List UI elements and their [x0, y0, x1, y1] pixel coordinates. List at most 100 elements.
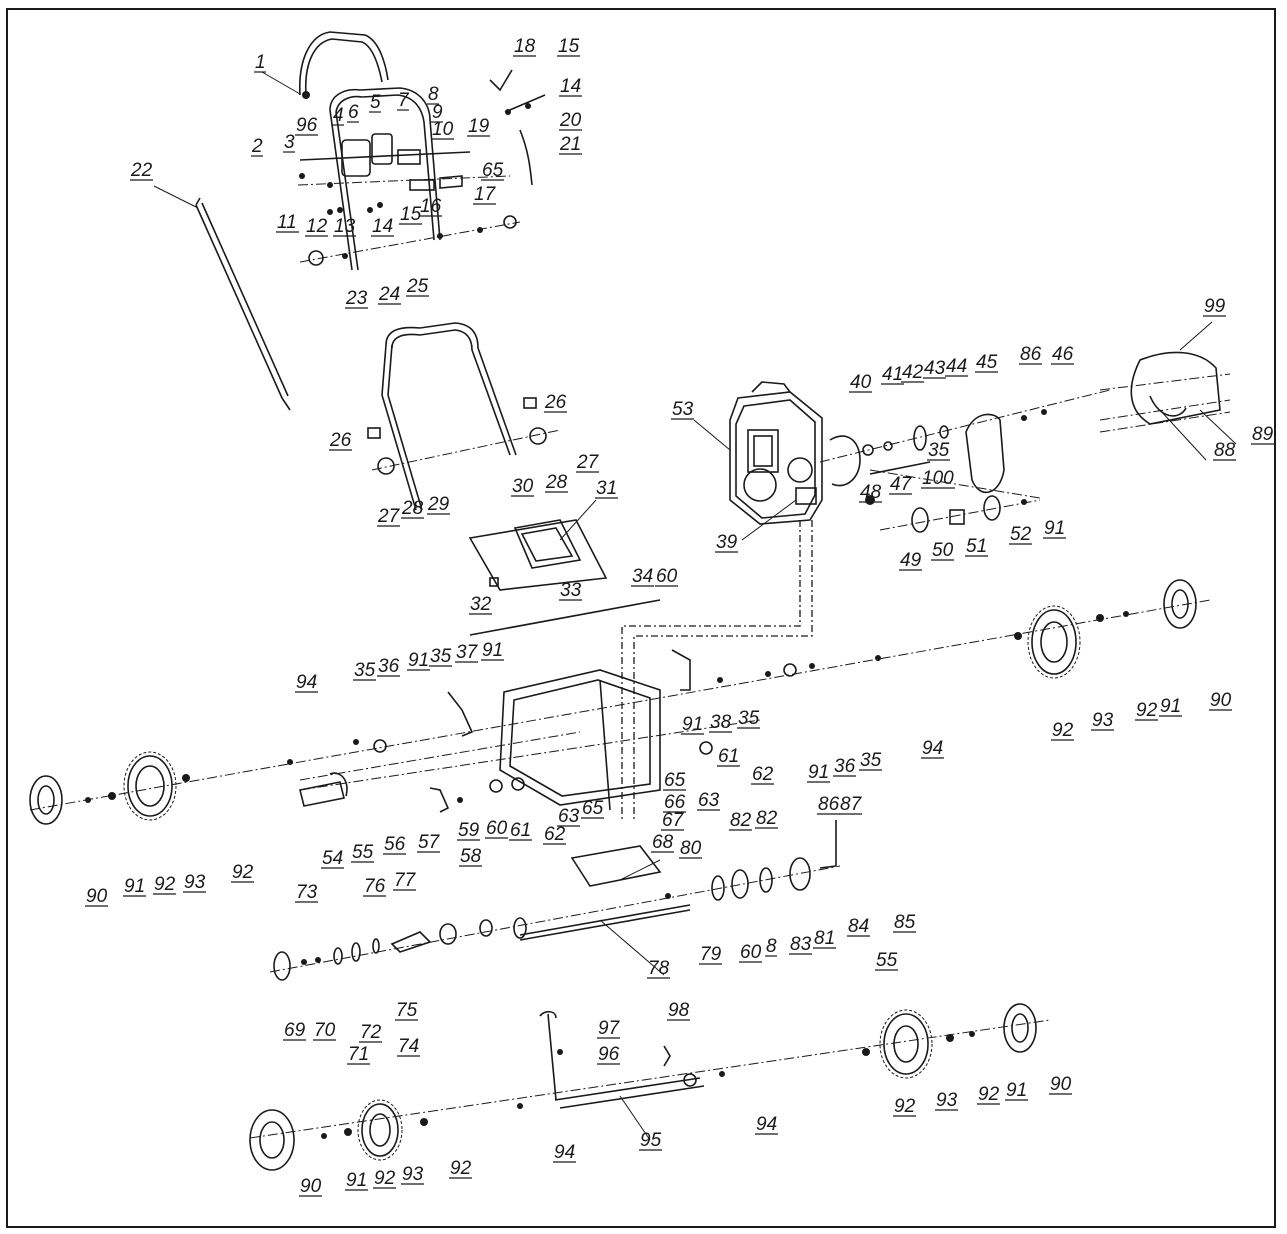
- part-label: 55: [352, 842, 374, 863]
- part-label: 53: [672, 399, 694, 420]
- part-label: 76: [364, 876, 386, 897]
- part-label: 100: [922, 468, 954, 489]
- part-label: 72: [360, 1022, 382, 1043]
- part-label: 77: [394, 870, 417, 891]
- part-label: 82: [756, 808, 778, 829]
- part-label: 91: [482, 640, 503, 661]
- part-label: 26: [544, 392, 567, 413]
- part-label: 50: [932, 540, 954, 561]
- drive-shaft-assembly: [269, 820, 841, 981]
- rear-right-wheels: [862, 1003, 1037, 1079]
- part-label: 24: [378, 284, 400, 305]
- part-label: 91: [682, 714, 703, 735]
- part-label: 84: [848, 916, 869, 937]
- part-label: 60: [486, 818, 508, 839]
- part-label: 91: [1044, 518, 1065, 539]
- part-label: 8: [428, 84, 439, 105]
- part-label: 41: [882, 364, 903, 385]
- part-label: 96: [296, 115, 318, 136]
- part-label: 62: [544, 824, 566, 845]
- part-label: 89: [1252, 424, 1274, 445]
- deflector-cover: [570, 845, 662, 887]
- part-label: 86: [818, 794, 840, 815]
- part-label: 91: [1006, 1080, 1027, 1101]
- part-label: 88: [1214, 440, 1236, 461]
- part-label: 93: [936, 1090, 958, 1111]
- part-label: 21: [559, 134, 581, 155]
- part-label: 92: [450, 1158, 472, 1179]
- part-label: 22: [130, 160, 153, 181]
- part-label: 68: [652, 832, 674, 853]
- part-label: 61: [718, 746, 739, 767]
- part-label: 86: [1020, 344, 1042, 365]
- part-label: 61: [510, 820, 531, 841]
- part-label: 31: [596, 478, 617, 499]
- part-label: 38: [710, 712, 732, 733]
- part-label: 96: [598, 1044, 620, 1065]
- part-label: 90: [1050, 1074, 1072, 1095]
- cable-small-parts: [489, 69, 546, 186]
- part-label: 8: [766, 936, 777, 957]
- part-label: 40: [850, 372, 872, 393]
- part-label: 69: [284, 1020, 306, 1041]
- part-label: 71: [348, 1044, 369, 1065]
- part-label: 11: [277, 212, 297, 233]
- part-label: 63: [558, 806, 580, 827]
- part-label: 2: [251, 136, 263, 157]
- part-label: 80: [680, 838, 702, 859]
- part-label: 65: [482, 160, 504, 181]
- part-label: 92: [374, 1168, 396, 1189]
- part-label: 5: [370, 92, 381, 113]
- part-label: 93: [184, 872, 206, 893]
- part-label: 92: [978, 1084, 1000, 1105]
- part-label: 93: [1092, 710, 1114, 731]
- part-label: 95: [640, 1130, 662, 1151]
- rear-axle: [249, 1010, 1051, 1139]
- part-label: 18: [514, 36, 536, 57]
- part-label: 28: [401, 498, 424, 519]
- part-label: 28: [545, 472, 568, 493]
- part-label: 55: [876, 950, 898, 971]
- part-label: 15: [400, 204, 422, 225]
- part-label: 36: [378, 656, 400, 677]
- part-label: 81: [814, 928, 835, 949]
- front-left-wheels: [29, 751, 190, 825]
- part-label: 47: [890, 474, 913, 495]
- part-label: 13: [334, 216, 356, 237]
- part-label: 92: [154, 874, 176, 895]
- deck-brackets: [287, 649, 815, 813]
- part-label: 63: [698, 790, 720, 811]
- pulley-assembly: [819, 389, 1111, 533]
- part-label: 91: [408, 650, 429, 671]
- part-label: 75: [396, 1000, 418, 1021]
- part-label: 17: [474, 184, 497, 205]
- part-label: 94: [296, 672, 317, 693]
- control-plate: [468, 519, 608, 591]
- part-label: 1: [255, 52, 266, 73]
- part-label: 99: [1204, 296, 1226, 317]
- part-label: 85: [894, 912, 916, 933]
- deck-housing: [469, 599, 661, 811]
- part-label: 23: [345, 288, 368, 309]
- part-label: 92: [1052, 720, 1074, 741]
- part-label: 94: [554, 1142, 575, 1163]
- part-label: 51: [966, 536, 987, 557]
- part-label: 33: [560, 580, 582, 601]
- engine-drive-lines: [621, 520, 813, 820]
- grass-bag: [1099, 351, 1231, 433]
- part-label: 15: [558, 36, 580, 57]
- part-label: 37: [456, 642, 479, 663]
- part-label: 25: [406, 276, 429, 297]
- part-label: 62: [752, 764, 774, 785]
- part-label: 73: [296, 882, 318, 903]
- diagram-frame: [6, 8, 1276, 1228]
- part-label: 4: [333, 105, 344, 126]
- part-label: 56: [384, 834, 406, 855]
- part-label: 27: [576, 452, 600, 473]
- rear-left-wheels: [249, 1099, 428, 1171]
- part-label: 92: [894, 1096, 916, 1117]
- part-label: 74: [398, 1036, 419, 1057]
- part-label: 10: [432, 119, 454, 140]
- part-label: 35: [430, 646, 452, 667]
